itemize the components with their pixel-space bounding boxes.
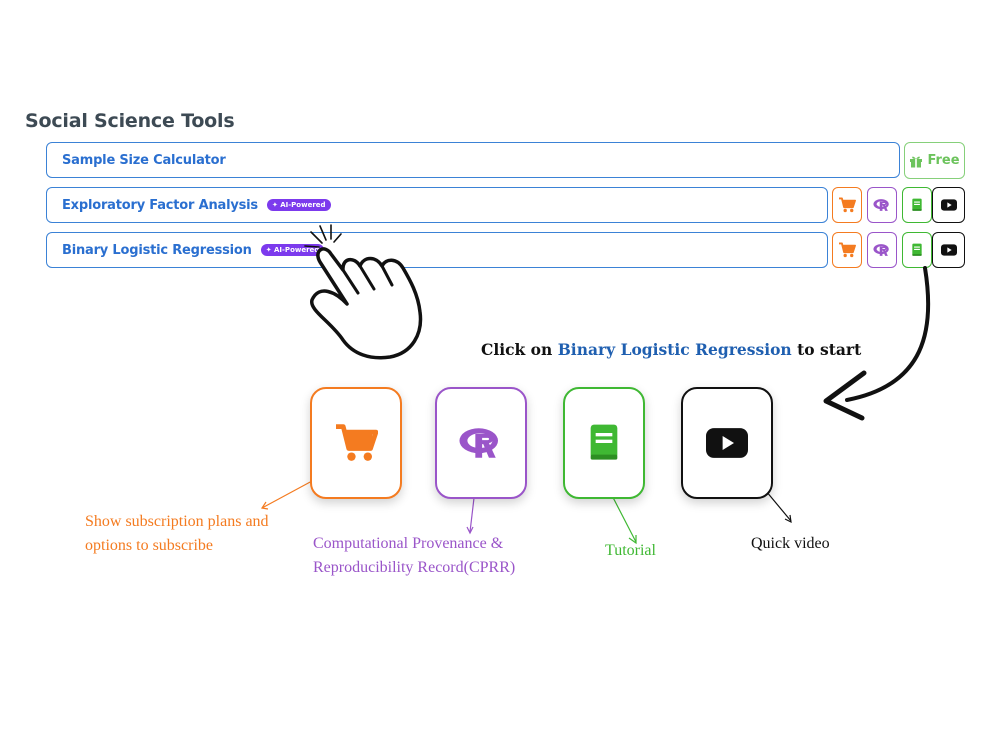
book-icon [912, 198, 922, 211]
section-title: Social Science Tools [25, 110, 235, 132]
youtube-icon [940, 199, 957, 211]
tool-name[interactable]: Exploratory Factor Analysis [62, 197, 258, 213]
legend-tutorial-button[interactable] [563, 387, 645, 499]
row2-cprr-button[interactable] [867, 187, 897, 223]
row2-tutorial-button[interactable] [902, 187, 932, 223]
row2-video-button[interactable] [932, 187, 965, 223]
cart-icon [839, 197, 856, 213]
youtube-icon [940, 244, 957, 256]
row3-subscription-button[interactable] [832, 232, 862, 268]
row2-subscription-button[interactable] [832, 187, 862, 223]
book-icon [590, 424, 618, 460]
free-label: Free [927, 153, 960, 168]
instruction-text: Click on Binary Logistic Regression to s… [481, 340, 861, 359]
r-logo-icon [873, 244, 889, 256]
free-button[interactable]: Free [904, 142, 965, 179]
instruction-suffix: to start [797, 340, 862, 359]
legend-subscription-text: Show subscription plans and options to s… [85, 513, 269, 554]
row3-cprr-button[interactable] [867, 232, 897, 268]
r-logo-icon [873, 199, 889, 211]
instruction-prefix: Click on [481, 340, 553, 359]
tool-name[interactable]: Binary Logistic Regression [62, 242, 252, 258]
row3-tutorial-button[interactable] [902, 232, 932, 268]
legend-tutorial-text: Tutorial [605, 542, 656, 559]
book-icon [912, 243, 922, 256]
legend-cprr-button[interactable] [435, 387, 527, 499]
curved-arrow [823, 266, 931, 421]
tool-row-binary-logistic-regression[interactable]: Binary Logistic Regression ✦ AI-Powered [46, 232, 828, 268]
click-spark-icon [304, 224, 342, 248]
legend-cprr-text: Computational Provenance & Reproducibili… [313, 535, 516, 576]
tool-row-sample-size-calculator[interactable]: Sample Size Calculator [46, 142, 900, 178]
legend-video-button[interactable] [681, 387, 773, 499]
cart-icon [839, 242, 856, 258]
cart-icon [336, 424, 378, 461]
row3-video-button[interactable] [932, 232, 965, 268]
tool-name[interactable]: Sample Size Calculator [62, 152, 226, 168]
legend-video-text: Quick video [751, 535, 830, 552]
tool-row-exploratory-factor-analysis[interactable]: Exploratory Factor Analysis ✦ AI-Powered [46, 187, 828, 223]
r-logo-icon [459, 428, 498, 458]
pointing-hand-icon [310, 247, 423, 360]
ai-powered-badge: ✦ AI-Powered [266, 199, 331, 211]
gift-icon [910, 156, 923, 167]
youtube-icon [706, 428, 748, 458]
instruction-highlight: Binary Logistic Regression [557, 340, 792, 359]
legend-subscription-button[interactable] [310, 387, 402, 499]
